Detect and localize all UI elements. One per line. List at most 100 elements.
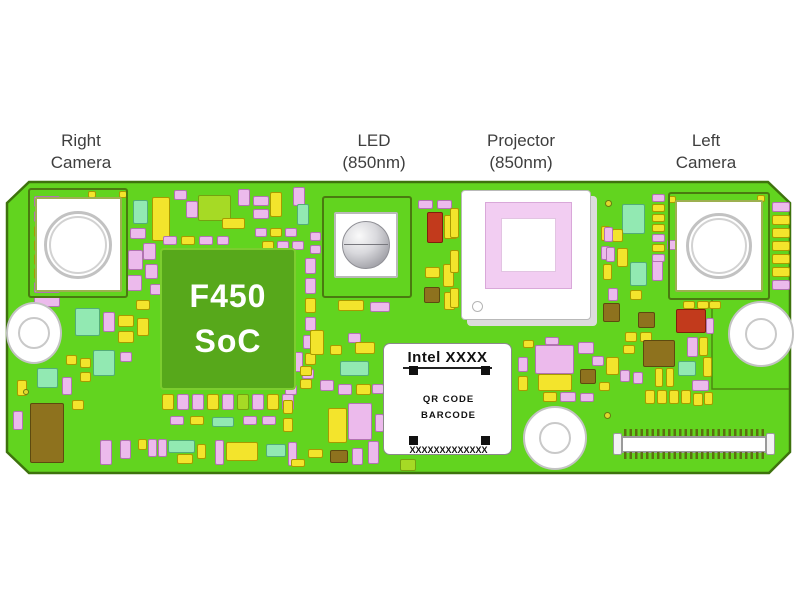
smd-component [370, 302, 390, 312]
smd-component [170, 416, 184, 425]
smd-component [330, 450, 348, 463]
smd-component [606, 357, 619, 375]
smd-component [622, 204, 645, 234]
smd-component [603, 264, 612, 280]
label-left-camera: Left Camera [636, 130, 776, 175]
connector-teeth-bottom [624, 452, 764, 459]
led-module [322, 196, 412, 298]
smd-component [657, 390, 667, 404]
smd-component [425, 267, 440, 278]
fiducial-square [409, 436, 418, 445]
product-sticker: Intel XXXX QR CODE BARCODE XXXXXXXXXXXXX [383, 343, 512, 455]
projector-pin1-dot [472, 301, 483, 312]
connector-body [621, 436, 767, 453]
label-line: LED [357, 131, 391, 150]
smd-component [158, 439, 167, 457]
smd-component [253, 209, 269, 219]
smd-component [652, 224, 665, 232]
smd-component [190, 416, 204, 425]
smd-component [772, 254, 790, 264]
smd-component [17, 380, 27, 396]
smd-component [217, 236, 229, 245]
smd-component [580, 393, 594, 402]
fiducial-square [481, 366, 490, 375]
smd-component [652, 254, 665, 262]
smd-component [177, 394, 189, 410]
smd-component [238, 189, 250, 206]
mounting-hole-center-ring [539, 422, 571, 454]
smd-component [320, 380, 334, 391]
smd-component [37, 368, 58, 388]
sticker-barcode-text: BARCODE [420, 410, 477, 421]
smd-component [599, 382, 610, 391]
smd-component [148, 439, 157, 457]
smd-component [348, 403, 372, 440]
smd-component [138, 439, 147, 450]
smd-component [163, 236, 177, 245]
smd-component [292, 241, 304, 250]
smd-component [186, 201, 198, 218]
smd-component [687, 337, 698, 357]
smd-component [518, 376, 528, 391]
smd-component [252, 394, 264, 410]
smd-component [427, 212, 443, 243]
left-camera-lens-icon [686, 213, 752, 279]
smd-component [772, 215, 790, 225]
smd-component [630, 262, 647, 286]
smd-component [297, 204, 309, 225]
smd-component [237, 394, 249, 410]
mounting-hole-left-ring [18, 317, 50, 349]
smd-component [518, 357, 528, 372]
smd-component [300, 366, 312, 376]
label-line: Camera [50, 153, 112, 173]
smd-component [450, 288, 459, 308]
smd-component [352, 448, 363, 465]
label-line: Projector [486, 131, 556, 150]
smd-component [30, 403, 64, 463]
smd-component [676, 309, 706, 333]
label-line: Camera [675, 153, 737, 173]
label-line: (850nm) [489, 153, 553, 173]
smd-component [652, 214, 665, 222]
smd-component [177, 454, 193, 464]
label-line: Left [691, 131, 721, 150]
smd-component [630, 290, 642, 300]
smd-component [772, 202, 790, 212]
smd-component [66, 355, 77, 365]
mounting-hole-center [523, 406, 587, 470]
smd-component [545, 337, 559, 345]
smd-component [174, 190, 187, 200]
smd-component [400, 459, 416, 471]
right-camera-lens-icon [44, 211, 112, 279]
smd-component [152, 197, 170, 241]
smd-component [608, 288, 618, 301]
smd-component [450, 250, 459, 273]
via-dot [23, 389, 29, 395]
smd-component [356, 384, 371, 395]
smd-component [578, 342, 594, 354]
smd-component [772, 267, 790, 277]
smd-component [652, 234, 665, 242]
smd-component [643, 340, 675, 367]
smd-component [706, 318, 714, 334]
smd-component [604, 227, 613, 242]
via-dot [605, 200, 612, 207]
smd-component [704, 392, 713, 405]
smd-component [338, 384, 352, 395]
smd-component [669, 390, 679, 404]
smd-component [118, 315, 134, 327]
smd-component [523, 340, 534, 348]
smd-component [580, 369, 596, 384]
smd-component [118, 331, 134, 343]
smd-component [198, 195, 231, 221]
smd-component [168, 440, 195, 453]
smd-component [310, 330, 324, 355]
fiducial-square [409, 366, 418, 375]
connector-end-tab-right [766, 433, 775, 455]
smd-component [617, 248, 628, 267]
smd-component [130, 228, 146, 239]
smd-component [338, 300, 364, 311]
smd-component [543, 392, 557, 402]
